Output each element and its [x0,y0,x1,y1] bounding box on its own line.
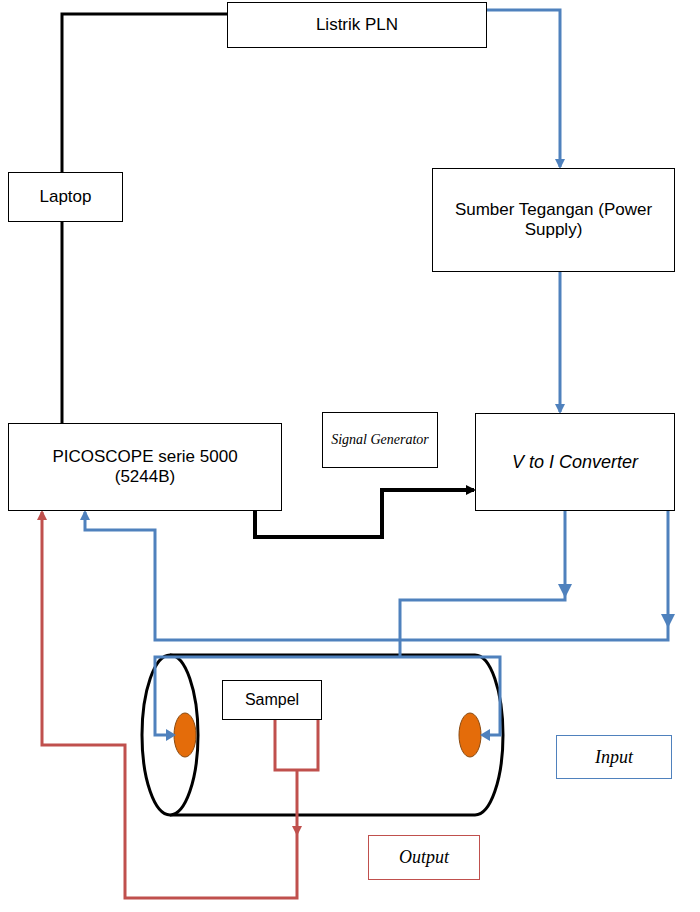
electrode [459,713,481,757]
converter-box: V to I Converter [475,413,675,511]
connector [400,511,565,657]
node-text: Output [399,847,449,868]
connector [62,14,227,172]
connector [85,511,668,640]
node-text: PICOSCOPE serie 5000 (5244B) [23,447,267,487]
current-wire [400,657,500,735]
connector [255,490,474,537]
oscilloscope-box: PICOSCOPE serie 5000 (5244B) [8,423,282,511]
node-text: Input [595,747,633,768]
sample-box: Sampel [222,680,322,720]
current-wire [155,657,400,735]
cylinder-outline [170,655,475,815]
probe-wire [275,720,318,770]
node-text: Sampel [245,691,299,709]
arrow-head [166,729,176,741]
connector [487,10,560,167]
power-supply-box: Sumber Tegangan (Power Supply) [432,168,675,272]
input-label-box: Input [556,735,672,779]
electrode [174,713,196,757]
node-text: Listrik PLN [316,15,398,35]
power-grid-box: Listrik PLN [227,2,487,48]
arrow-head [480,729,490,741]
connector [559,272,562,412]
connector [61,222,64,423]
cylinder-end [142,655,198,815]
node-text: Laptop [40,187,92,207]
node-text: Signal Generator [331,432,429,448]
connector [296,770,299,834]
node-text: Sumber Tegangan (Power Supply) [445,200,662,240]
node-text: V to I Converter [512,452,638,473]
output-label-box: Output [368,835,480,880]
laptop-box: Laptop [8,172,123,222]
signal-label-box: Signal Generator [322,412,438,468]
